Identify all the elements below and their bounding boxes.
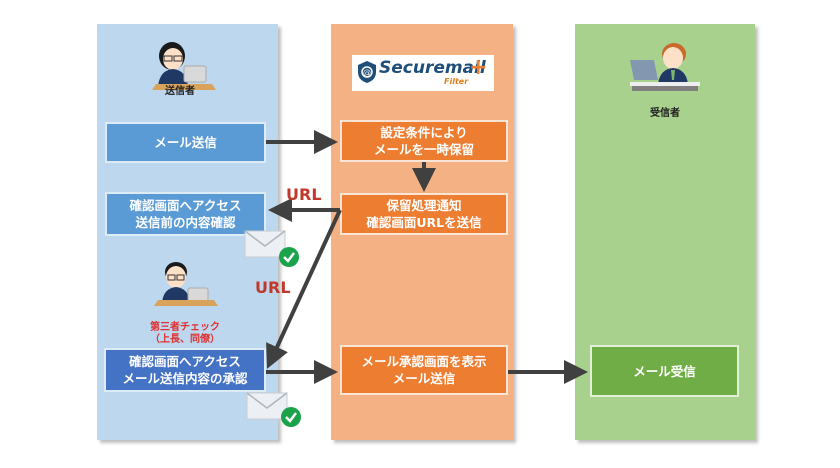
sender-label: 送信者	[165, 86, 195, 97]
securemail-logo: @ Securemail + Filter	[352, 55, 494, 91]
arrow-url-to-approver	[266, 209, 342, 369]
svg-text:@: @	[363, 68, 371, 77]
approve-send-box: メール承認画面を表示 メール送信	[340, 345, 508, 395]
third-party-person-icon	[154, 262, 218, 306]
url-label-2: URL	[255, 278, 291, 297]
sender-person-icon	[152, 42, 216, 90]
shield-icon: @	[358, 61, 376, 83]
logo-plus: +	[469, 55, 488, 80]
logo-sub: Filter	[444, 77, 469, 86]
third-party-label: 第三者チェック （上長、同僚）	[150, 322, 220, 345]
envelope-icon	[246, 392, 288, 420]
hold-mail-box: 設定条件により メールを一時保留	[340, 120, 508, 162]
receiver-person-icon	[630, 43, 700, 91]
approve-access-box: 確認画面へアクセス メール送信内容の承認	[104, 348, 266, 392]
check-circle-icon	[281, 407, 301, 427]
logo-text: Securemail	[379, 58, 486, 78]
confirm-access-box: 確認画面へアクセス 送信前の内容確認	[105, 192, 266, 236]
receive-mail-box: メール受信	[590, 345, 739, 397]
url-label-1: URL	[286, 185, 322, 204]
check-circle-icon	[279, 247, 299, 267]
send-mail-box: メール送信	[105, 122, 266, 163]
receiver-label: 受信者	[650, 108, 680, 119]
notify-url-box: 保留処理通知 確認画面URLを送信	[340, 193, 508, 235]
envelope-icon	[244, 230, 286, 258]
